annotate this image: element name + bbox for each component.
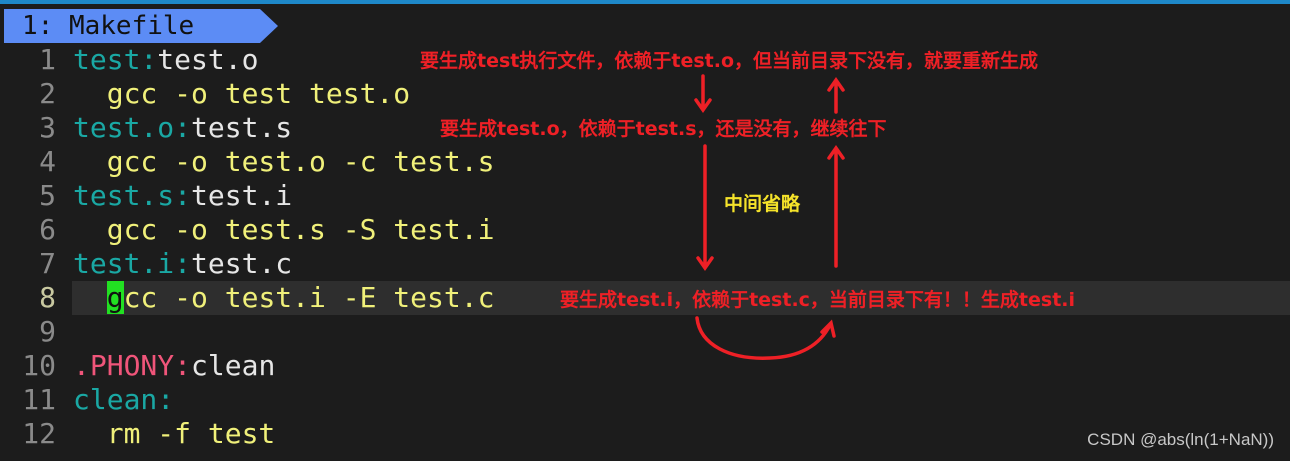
line-number: 12 [22,417,56,450]
window-top-border [0,0,1290,4]
code-line[interactable]: 6 gcc -o test.s -S test.i [0,213,1290,247]
code-line[interactable]: 3 test.o:test.s [0,111,1290,145]
line-number: 10 [22,349,56,382]
code-line[interactable]: 7 test.i:test.c [0,247,1290,281]
line-code: test.s:test.i [72,179,1290,213]
line-number: 5 [39,179,56,212]
line-number: 1 [39,43,56,76]
code-line[interactable]: 1 test:test.o [0,43,1290,77]
code-line[interactable]: 4 gcc -o test.o -c test.s [0,145,1290,179]
annotation-test-o: 要生成test.o，依赖于test.s，还是没有，继续往下 [440,118,887,140]
line-code: test.o:test.s [72,111,1290,145]
code-token: test.o: [73,111,192,144]
line-code: clean: [72,383,1290,417]
code-token: gcc -o test.o -c test.s [73,145,495,178]
annotation-test-i: 要生成test.i，依赖于test.c，当前目录下有！！生成test.i [560,289,1076,311]
arrow-down-1 [694,74,712,114]
code-token: test.c [191,247,293,280]
line-number: 7 [39,247,56,280]
code-token: clean: [73,383,175,416]
annotation-omitted: 中间省略 [724,193,801,215]
annotation-test: 要生成test执行文件，依赖于test.o，但当前目录下没有，就要重新生成 [420,50,1038,72]
code-line[interactable]: 2 gcc -o test test.o [0,77,1290,111]
code-line[interactable]: 5 test.s:test.i [0,179,1290,213]
code-token: test.o [157,43,259,76]
code-token: .PHONY: [73,349,192,382]
line-number: 6 [39,213,56,246]
code-token: test.s [191,111,293,144]
line-code: gcc -o test.o -c test.s [72,145,1290,179]
text-cursor: g [106,281,124,314]
code-line[interactable]: 8 gcc -o test.i -E test.c [0,281,1290,315]
line-code: test.i:test.c [72,247,1290,281]
line-code: rm -f test [72,417,1290,451]
line-code: gcc -o test.s -S test.i [72,213,1290,247]
buffer-tab-makefile[interactable]: 1: Makefile [4,9,278,43]
line-number: 3 [39,111,56,144]
arrow-up-2 [827,144,845,268]
line-code: gcc -o test test.o [72,77,1290,111]
code-line[interactable]: 11 clean: [0,383,1290,417]
line-code: .PHONY:clean [72,349,1290,383]
code-line[interactable]: 12 rm -f test [0,417,1290,451]
line-number: 4 [39,145,56,178]
line-code: test:test.o [72,43,1290,77]
code-token: rm -f test [73,417,276,450]
code-token: test.i [191,179,293,212]
arrow-up-1 [827,76,845,114]
code-token: test: [73,43,158,76]
code-token: cc -o test.i -E test.c [123,281,495,314]
line-number: 11 [22,383,56,416]
code-token: test.i: [73,247,192,280]
code-token: test.s: [73,179,192,212]
line-code: gcc -o test.i -E test.c [72,281,1290,315]
watermark: CSDN @abs(ln(1+NaN)) [1087,430,1274,449]
line-number: 2 [39,77,56,110]
code-line[interactable]: 9 [0,315,1290,349]
arrow-curve [695,316,836,360]
code-token: clean [191,349,276,382]
arrow-down-2 [696,144,714,272]
code-token: gcc -o test test.o [73,77,411,110]
code-line[interactable]: 10 .PHONY:clean [0,349,1290,383]
code-token: gcc -o test.s -S test.i [73,213,495,246]
line-number: 9 [39,315,56,348]
line-number: 8 [39,281,56,314]
